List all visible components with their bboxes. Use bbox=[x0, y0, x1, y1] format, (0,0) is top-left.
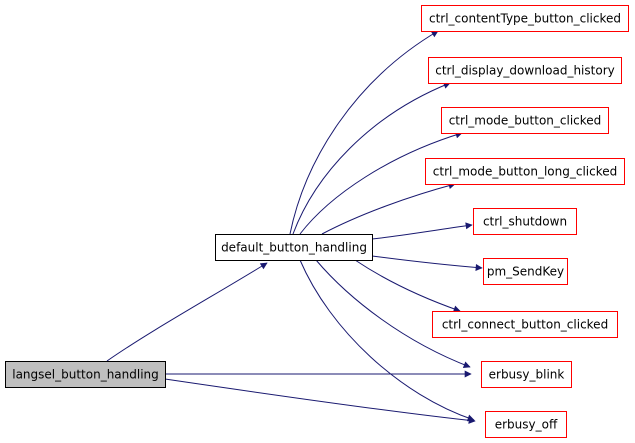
node-label: ctrl_connect_button_clicked bbox=[442, 318, 608, 332]
node-label: default_button_handling bbox=[221, 241, 367, 255]
node-label: langsel_button_handling bbox=[12, 368, 159, 382]
node-connect[interactable]: ctrl_connect_button_clicked bbox=[432, 311, 618, 338]
edge-default-to-mode bbox=[299, 131, 463, 235]
node-contentType[interactable]: ctrl_contentType_button_clicked bbox=[421, 5, 629, 32]
node-label: ctrl_mode_button_clicked bbox=[449, 114, 602, 128]
node-label: erbusy_off bbox=[495, 418, 558, 432]
node-sendkey[interactable]: pm_SendKey bbox=[483, 258, 568, 285]
node-display[interactable]: ctrl_display_download_history bbox=[428, 57, 622, 84]
node-modelong[interactable]: ctrl_mode_button_long_clicked bbox=[425, 158, 625, 185]
edges-layer bbox=[106, 30, 483, 424]
node-label: ctrl_mode_button_long_clicked bbox=[433, 165, 617, 179]
node-box bbox=[421, 5, 629, 32]
node-label: ctrl_shutdown bbox=[483, 215, 567, 229]
node-shutdown[interactable]: ctrl_shutdown bbox=[473, 208, 577, 235]
node-box bbox=[425, 158, 625, 185]
node-box bbox=[483, 258, 568, 285]
node-default[interactable]: default_button_handling bbox=[215, 234, 373, 261]
node-langsel: langsel_button_handling bbox=[5, 361, 166, 388]
node-label: erbusy_blink bbox=[489, 368, 565, 382]
node-mode[interactable]: ctrl_mode_button_clicked bbox=[441, 107, 609, 134]
node-box bbox=[473, 208, 577, 235]
node-box bbox=[485, 411, 567, 438]
edge-default-to-modelong bbox=[321, 182, 456, 235]
node-box bbox=[481, 361, 572, 388]
edge-default-to-connect bbox=[354, 259, 461, 313]
edge-default-to-shutdown bbox=[371, 222, 473, 240]
node-box bbox=[215, 234, 373, 261]
node-box bbox=[428, 57, 622, 84]
node-box bbox=[441, 107, 609, 134]
edge-default-to-contentType bbox=[289, 30, 439, 235]
node-label: pm_SendKey bbox=[487, 265, 564, 279]
node-box bbox=[5, 361, 166, 388]
node-off[interactable]: erbusy_off bbox=[485, 411, 567, 438]
edge-default-to-off bbox=[299, 259, 475, 422]
edge-langsel-to-off bbox=[164, 378, 476, 424]
nodes-layer: langsel_button_handling default_button_ha… bbox=[5, 5, 629, 438]
node-box bbox=[432, 311, 618, 338]
edge-default-to-sendkey bbox=[371, 255, 483, 271]
node-blink[interactable]: erbusy_blink bbox=[481, 361, 572, 388]
edge-langsel-to-default bbox=[106, 262, 268, 362]
edge-default-to-display bbox=[292, 82, 451, 235]
node-label: ctrl_contentType_button_clicked bbox=[429, 12, 621, 26]
node-label: ctrl_display_download_history bbox=[435, 64, 614, 78]
edge-default-to-blink bbox=[315, 259, 471, 369]
